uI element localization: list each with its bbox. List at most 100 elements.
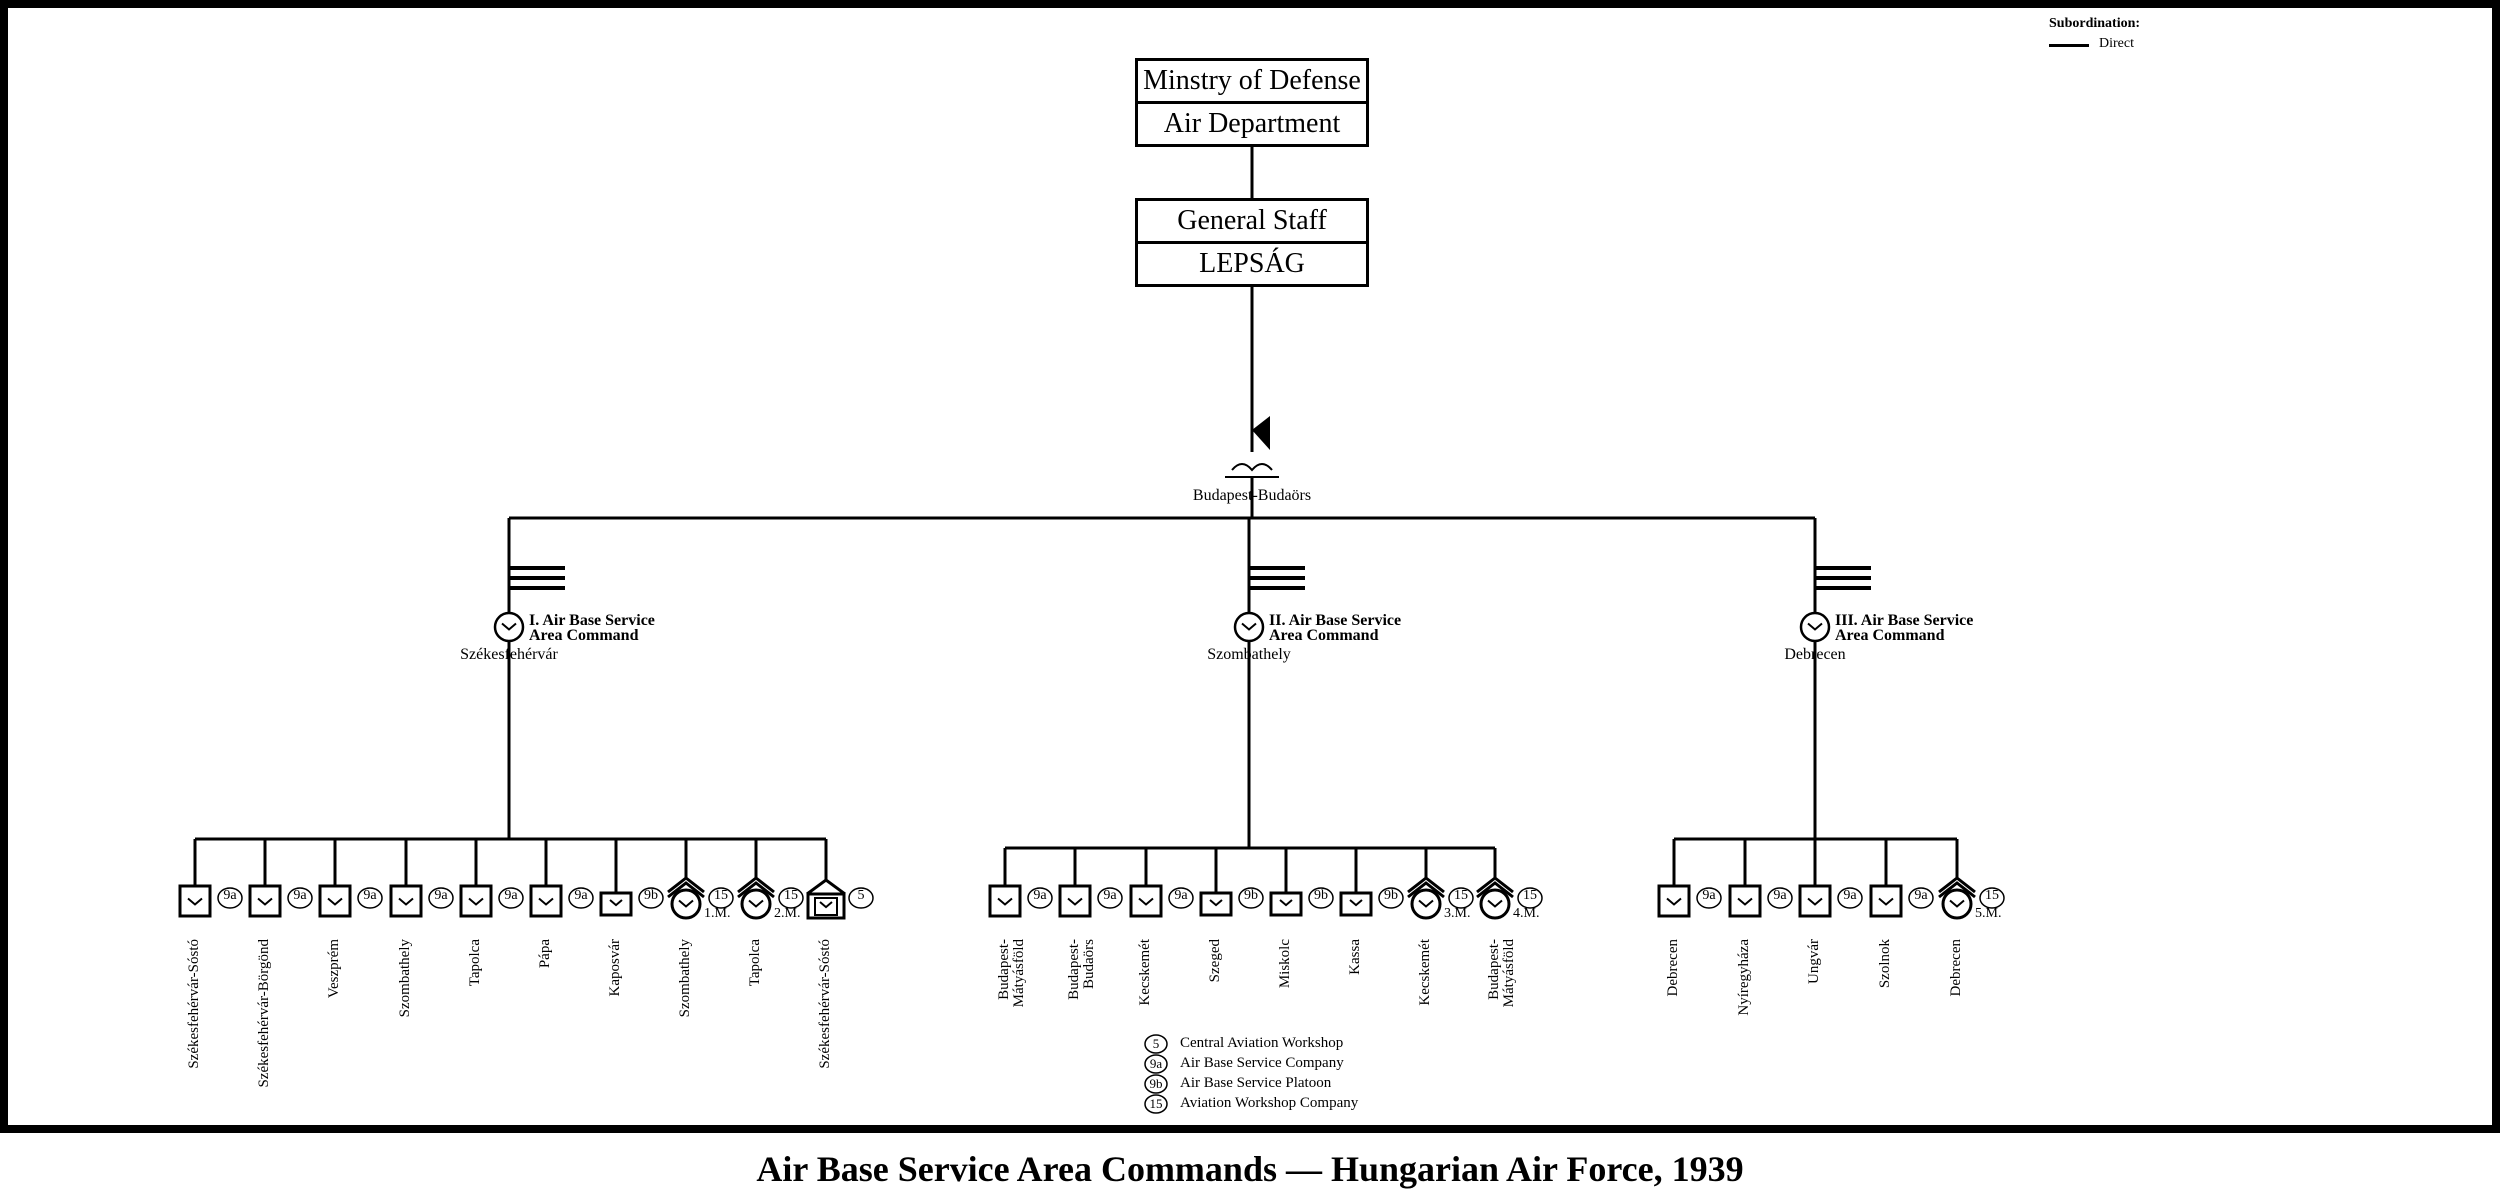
unit-type-code: 9a <box>1773 888 1787 903</box>
wing-icon <box>678 899 694 908</box>
unit-location: Budapest- Mátyásföld <box>1486 939 1517 1008</box>
unit-type-code: 9a <box>1702 888 1716 903</box>
unit-location: Ungvár <box>1806 939 1822 984</box>
unit-type-code: 9a <box>1174 888 1188 903</box>
area-name-line: III. Air Base Service <box>1835 612 1974 629</box>
direct-line-sample <box>2049 44 2089 47</box>
unit-location: Szolnok <box>1877 939 1893 989</box>
wing-icon <box>187 897 203 906</box>
ministry-department: Air Department <box>1138 101 1366 144</box>
unit-type-badge <box>1767 887 1793 909</box>
key-badge <box>1144 1034 1168 1054</box>
wing-icon <box>1418 899 1434 908</box>
diagram-caption: Air Base Service Area Commands — Hungari… <box>756 1149 1744 1189</box>
wing-icon <box>398 897 414 906</box>
company-box-icon <box>1129 884 1163 918</box>
company-box-icon <box>389 884 423 918</box>
key-badge <box>1144 1054 1168 1074</box>
unit-type-code: 15 <box>1985 888 1999 903</box>
unit-location: Kaposvár <box>607 939 623 997</box>
key-badge <box>1144 1074 1168 1094</box>
wing-icon <box>1666 897 1682 906</box>
ministry-box: Minstry of Defense Air Department <box>1135 58 1369 147</box>
workshop-roof-icon <box>667 881 705 899</box>
company-box-icon <box>459 884 493 918</box>
central-workshop-roof-icon <box>806 878 846 896</box>
key-text: Air Base Service Platoon <box>1180 1075 1332 1091</box>
unit-type-badge <box>498 887 524 909</box>
unit-location: Szombathely <box>397 939 413 1018</box>
unit-type-badge <box>778 887 804 909</box>
unit-type-badge <box>1168 887 1194 909</box>
company-box-icon <box>178 884 212 918</box>
unit-type-code: 9b <box>1384 888 1398 903</box>
key-badge <box>1144 1094 1168 1114</box>
unit-type-badge <box>1908 887 1934 909</box>
workshop-roof-icon <box>1407 881 1445 899</box>
unit-location: Tapolca <box>747 939 763 987</box>
wing-icon <box>1209 899 1223 907</box>
unit-type-badge <box>1378 887 1404 909</box>
workshop-circle-icon <box>740 888 772 920</box>
area-name-line: Area Command <box>529 627 639 644</box>
company-box-icon <box>1058 884 1092 918</box>
unit-type-badge <box>1696 887 1722 909</box>
unit-type-badge <box>568 887 594 909</box>
unit-type-badge <box>1308 887 1334 909</box>
unit-location: Székesfehérvár-Sóstó <box>186 939 202 1069</box>
unit-type-badge <box>1837 887 1863 909</box>
wing-icon <box>1807 897 1823 906</box>
unit-type-code: 9b <box>644 888 658 903</box>
area-name-line: Area Command <box>1269 627 1379 644</box>
workshop-circle-icon <box>1410 888 1442 920</box>
wing-icon <box>538 897 554 906</box>
wing-icon <box>1487 899 1503 908</box>
unit-type-code: 9a <box>363 888 377 903</box>
unit-type-badge <box>428 887 454 909</box>
workshop-roof-icon <box>737 876 775 894</box>
unit-type-badge <box>1517 887 1543 909</box>
unit-type-code: 9b <box>1244 888 1258 903</box>
area-command-circle <box>493 611 525 643</box>
key-text: Air Base Service Company <box>1180 1055 1344 1071</box>
unit-note: 5.M. <box>1975 906 2002 921</box>
workshop-circle-icon <box>1941 888 1973 920</box>
unit-type-badge <box>1097 887 1123 909</box>
unit-location: Tapolca <box>467 939 483 987</box>
unit-type-code: 9a <box>1103 888 1117 903</box>
subordination-title: Subordination: <box>2049 16 2141 31</box>
wing-icon <box>748 899 764 908</box>
unit-location: Pápa <box>537 939 553 969</box>
unit-type-code: 5 <box>857 888 865 903</box>
unit-location: Kecskemét <box>1417 939 1433 1006</box>
workshop-roof-icon <box>1476 876 1514 894</box>
key-code: 5 <box>1152 1036 1160 1051</box>
unit-location: Miskolc <box>1277 939 1293 989</box>
workshop-roof-icon <box>1476 881 1514 899</box>
wing-icon <box>1878 897 1894 906</box>
unit-note: 4.M. <box>1513 906 1540 921</box>
wing-icon <box>1737 897 1753 906</box>
area-name-line: Area Command <box>1835 627 1945 644</box>
unit-note: 2.M. <box>774 906 801 921</box>
unit-type-badge <box>848 887 874 909</box>
unit-type-code: 9a <box>223 888 237 903</box>
key-text: Central Aviation Workshop <box>1180 1035 1344 1051</box>
unit-type-code: 15 <box>714 888 728 903</box>
org-chart <box>178 140 2005 1114</box>
general-staff-branch: LEPSÁG <box>1138 241 1366 284</box>
unit-type-badge <box>638 887 664 909</box>
unit-location: Nyíregyháza <box>1736 939 1752 1016</box>
wing-icon <box>997 897 1013 906</box>
area-name-line: I. Air Base Service <box>529 612 655 629</box>
unit-location: Székesfehérvár-Sóstó <box>817 939 833 1069</box>
key-code: 9a <box>1149 1056 1163 1071</box>
unit-type-badge <box>217 887 243 909</box>
wing-icon <box>327 897 343 906</box>
unit-type-code: 9a <box>293 888 307 903</box>
company-box-icon <box>1869 884 1903 918</box>
key-text: Aviation Workshop Company <box>1180 1095 1359 1111</box>
unit-type-code: 15 <box>784 888 798 903</box>
